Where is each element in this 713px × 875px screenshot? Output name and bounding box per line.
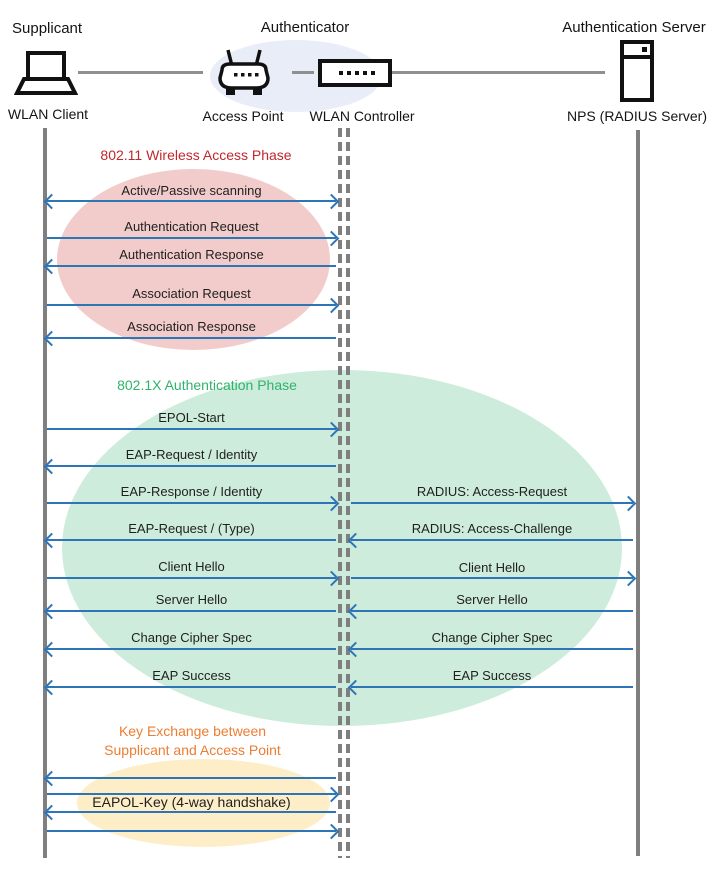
message-arrow-left [43,258,336,275]
device-label-nps-radius-server: NPS (RADIUS Server) [566,108,708,124]
message-arrow-left [347,679,633,696]
phase3-title-line1: Key Exchange between [118,723,267,739]
message-label: Server Hello [155,592,228,607]
message-arrow-right [47,570,340,587]
arrowhead-right-icon [323,823,340,840]
message-label: EAP-Request / Identity [125,447,258,462]
message-label: Server Hello [456,592,528,607]
phase3-ellipse [77,759,330,847]
message-label: Authentication Request [124,219,259,234]
message-arrow-left [43,641,336,658]
message-label: Change Cipher Spec [431,630,553,645]
wlan-controller-icon [318,59,392,87]
message-label: EAP-Response / Identity [120,484,263,499]
message-arrow-right [351,495,637,512]
lifeline-controller-dashed-1 [338,128,342,858]
message-arrow-left [347,641,633,658]
lifeline-controller-dashed-2 [346,128,350,858]
device-label-access-point: Access Point [202,108,284,124]
actor-role-supplicant: Supplicant [12,20,83,37]
connector-controller-to-server [391,71,605,74]
message-label: Active/Passive scanning [121,183,262,198]
message-label: Client Hello [458,560,526,575]
lifeline-radius-server [636,130,640,856]
message-arrow-left [43,804,336,821]
phase2-title: 802.1X Authentication Phase [117,377,297,393]
phase1-title: 802.11 Wireless Access Phase [100,147,292,163]
access-point-icon [218,49,270,95]
message-arrow-right [47,823,340,840]
message-arrow-right [47,421,340,438]
phase3-title-line2: Supplicant and Access Point [104,742,281,758]
message-arrow-left [43,770,336,787]
message-label: Authentication Response [119,247,264,262]
message-label: Change Cipher Spec [131,630,252,645]
actor-role-authenticator: Authenticator [260,19,350,36]
message-arrow-left [43,679,336,696]
message-label: RADIUS: Access-Request [416,484,568,499]
message-arrow-left [43,603,336,620]
message-arrow-left [347,603,633,620]
message-arrow-left [347,532,633,549]
message-label: EAP-Request / (Type) [128,521,255,536]
message-arrow-right [351,570,637,587]
message-arrow-right [47,297,340,314]
message-arrow-left [43,458,336,475]
message-label: EAP Success [152,668,231,683]
device-label-wlan-controller: WLAN Controller [309,108,415,124]
message-arrow-left [43,532,336,549]
lifeline-supplicant [43,128,47,858]
message-arrow-right [47,786,340,803]
connector-client-to-ap [78,71,203,74]
message-label: Association Response [127,319,256,334]
device-label-wlan-client: WLAN Client [7,106,89,122]
connector-ap-to-controller [292,71,314,74]
actor-role-authentication-server: Authentication Server [562,19,706,36]
message-arrow-right [47,230,340,247]
message-arrow-right [47,495,340,512]
message-label: EAPOL-Key (4-way handshake) [92,794,291,810]
phase1-ellipse [57,169,330,350]
laptop-icon [14,51,78,95]
server-icon [620,40,654,102]
message-label: EAP Success [452,668,532,683]
message-arrow-both [43,193,340,210]
message-label: RADIUS: Access-Challenge [411,521,573,536]
message-label: Association Request [132,286,251,301]
message-arrow-left [43,330,336,347]
message-label: EPOL-Start [158,410,225,425]
message-label: Client Hello [158,559,225,574]
